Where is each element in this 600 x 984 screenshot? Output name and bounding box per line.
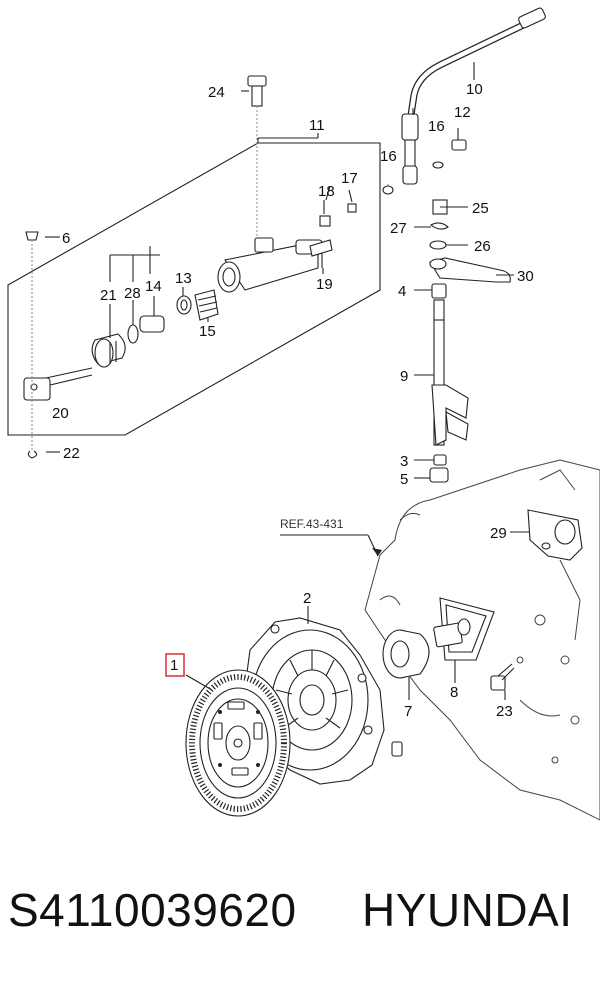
- callout-22: 22: [63, 445, 80, 462]
- callout-27: 27: [390, 220, 407, 237]
- brand-name: HYUNDAI: [362, 884, 573, 936]
- callout-11: 11: [309, 117, 325, 134]
- callout-23: 23: [496, 703, 513, 720]
- clutch-disc: [185, 669, 291, 817]
- bolt-24: [247, 75, 267, 240]
- callout-4: 4: [398, 283, 406, 300]
- callout-16-right: 16: [428, 118, 445, 135]
- callout-19: 19: [316, 276, 333, 293]
- release-fork-shaft: [382, 128, 511, 483]
- callout-8: 8: [450, 684, 458, 701]
- master-cylinder: [217, 237, 323, 293]
- transmission-housing: [364, 459, 600, 821]
- leader-lines: [45, 62, 530, 700]
- callout-24: 24: [208, 84, 225, 101]
- internal-parts: [91, 289, 219, 368]
- parts-diagram: REF.43-431 1 2 3 4 5 6 7 8 9 10 11 12 13…: [7, 7, 600, 821]
- callout-21: 21: [100, 287, 117, 304]
- callout-28: 28: [124, 285, 141, 302]
- callout-14: 14: [145, 278, 162, 295]
- push-rod: [23, 231, 93, 459]
- callout-20: 20: [52, 405, 69, 422]
- footer-caption: S4110039620 HYUNDAI: [0, 880, 600, 950]
- callout-26: 26: [474, 238, 491, 255]
- callout-30: 30: [517, 268, 534, 285]
- hydraulic-pipe: [401, 7, 546, 185]
- callout-16-left: 16: [380, 148, 397, 165]
- callout-25: 25: [472, 200, 489, 217]
- small-fittings: [309, 189, 357, 268]
- reference-label: REF.43-431: [280, 517, 344, 531]
- highlight-box: [165, 653, 185, 677]
- callout-15: 15: [199, 323, 216, 340]
- callout-6: 6: [62, 230, 70, 247]
- part-number: S4110039620: [8, 884, 297, 936]
- callout-13: 13: [175, 270, 192, 287]
- callout-18: 18: [318, 183, 335, 200]
- callout-10: 10: [466, 81, 483, 98]
- callout-17: 17: [341, 170, 358, 187]
- callout-7: 7: [404, 703, 412, 720]
- callout-3: 3: [400, 453, 408, 470]
- callout-5: 5: [400, 471, 408, 488]
- callout-1: 1: [170, 657, 178, 674]
- callout-29: 29: [490, 525, 507, 542]
- callout-12: 12: [454, 104, 471, 121]
- callout-2: 2: [303, 590, 311, 607]
- callout-9: 9: [400, 368, 408, 385]
